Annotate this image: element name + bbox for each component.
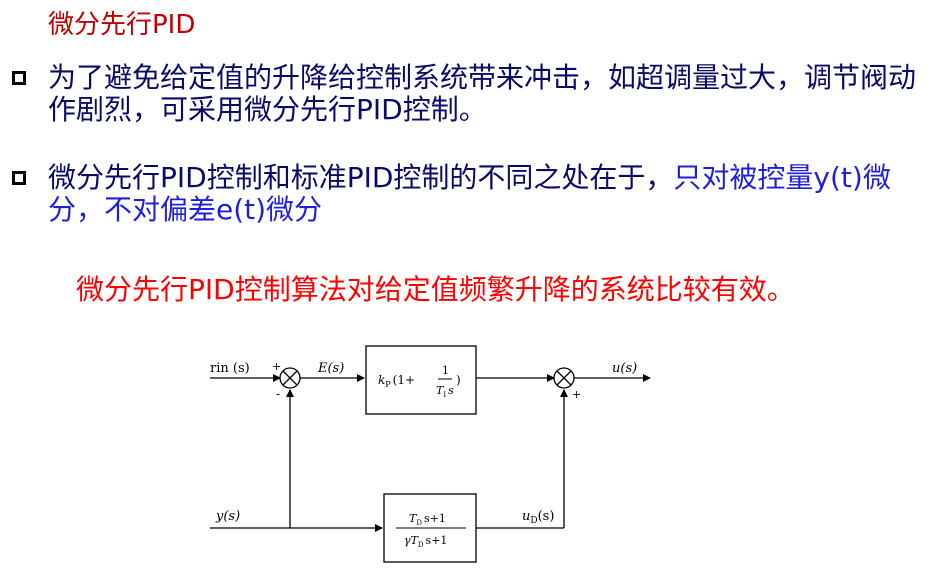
block-diagram: rin (s) + - E(s) + u(s) y(s) uD(s) kP(1+… [210, 345, 651, 563]
plus-sign: + [572, 388, 581, 401]
square-bullet-icon [12, 171, 26, 185]
pi-close: ) [456, 373, 461, 387]
ud-label: uD(s) [522, 509, 554, 526]
square-bullet-icon [12, 71, 26, 85]
bullet-text: 微分先行PID控制和标准PID控制的不同之处在于， [48, 161, 674, 194]
y-label: y(s) [215, 509, 240, 524]
plus-sign: + [272, 360, 281, 373]
highlighted-text: 只对被控量y(t)微分，不对偏差e(t)微分 [48, 161, 891, 226]
u-label: u(s) [612, 361, 637, 376]
highlight-note: 微分先行PID控制算法对给定值频繁升降的系统比较有效。 [76, 273, 795, 306]
pi-controller-block [365, 345, 477, 415]
pi-numerator: 1 [442, 364, 449, 377]
bullet-text: 为了避免给定值的升降给控制系统带来冲击，如超调量过大，调节阀动作剧烈，可采用微分… [48, 61, 917, 126]
slide-title: 微分先行PID [48, 10, 196, 40]
minus-sign: - [276, 387, 280, 401]
bullet-text-container: 微分先行PID控制和标准PID控制的不同之处在于，只对被控量y(t)微分，不对偏… [48, 162, 937, 226]
pi-formula: kP(1+ [378, 373, 415, 389]
rin-label: rin (s) [210, 361, 250, 376]
e-label: E(s) [317, 361, 344, 376]
